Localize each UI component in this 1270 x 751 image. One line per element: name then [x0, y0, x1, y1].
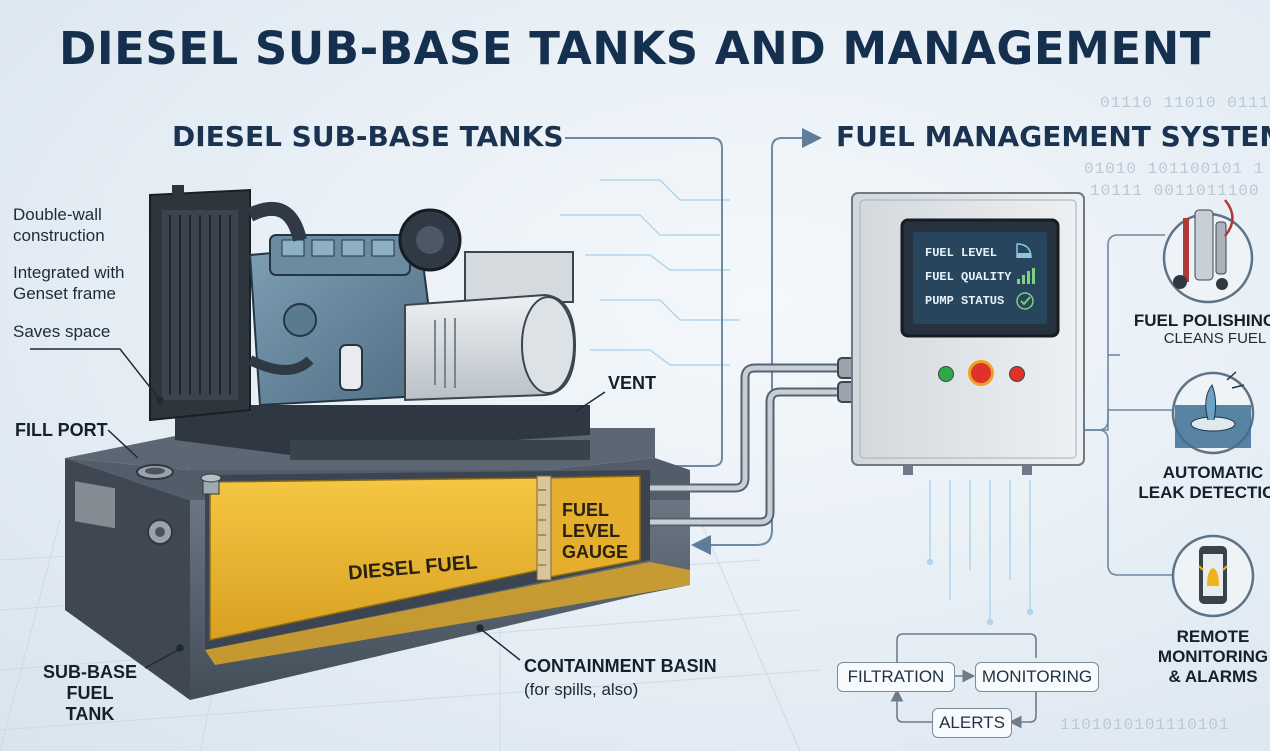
panel-red-button[interactable] — [1009, 366, 1025, 382]
genset — [149, 185, 590, 460]
label-line: & ALARMS — [1168, 667, 1258, 686]
circuit-lines — [560, 179, 1034, 626]
gauge-label-line: FUEL — [562, 500, 609, 520]
control-panel — [851, 192, 1085, 475]
feature-line: construction — [13, 226, 105, 245]
binary-decoration: 01010 101100101 1 — [1084, 160, 1265, 178]
flow-connectors — [890, 633, 1037, 729]
fuel-polishing-sub: CLEANS FUEL — [1163, 330, 1267, 347]
fuel-polishing-label: FUEL POLISHING — [1133, 311, 1270, 330]
flow-alerts-box: ALERTS — [932, 708, 1012, 738]
label-line: LEAK DETECTION — [1138, 483, 1270, 502]
callout-leaders — [30, 348, 606, 669]
sub-base-fuel-tank — [65, 428, 690, 700]
phone-alarm-icon — [1198, 546, 1228, 604]
leak-detection-label: AUTOMATIC LEAK DETECTION — [1128, 463, 1270, 503]
feature-connectors — [1084, 234, 1172, 576]
feature-double-wall: Double-wall construction — [13, 204, 105, 246]
left-section-heading: DIESEL SUB-BASE TANKS — [172, 120, 564, 153]
main-title: DIESEL SUB-BASE TANKS AND MANAGEMENT — [59, 22, 1211, 75]
binary-decoration: 10111 0011011100 — [1090, 182, 1260, 200]
feature-line: Double-wall — [13, 205, 102, 224]
remote-monitoring-label: REMOTE MONITORING & ALARMS — [1128, 627, 1270, 687]
callout-sub-base-tank: SUB-BASE FUEL TANK — [40, 662, 140, 725]
callout-containment-basin: CONTAINMENT BASIN — [524, 656, 717, 676]
fuel-polisher-icon — [1173, 199, 1234, 290]
flow-monitoring-box: MONITORING — [975, 662, 1099, 692]
callout-line: FUEL TANK — [65, 683, 115, 724]
label-line: AUTOMATIC — [1162, 463, 1264, 482]
binary-decoration: 01110 11010 0111 — [1100, 94, 1270, 112]
fuel-lines — [650, 357, 863, 527]
flow-filtration-box: FILTRATION — [837, 662, 955, 692]
callout-vent: VENT — [608, 373, 657, 393]
right-section-heading: FUEL MANAGEMENT SYSTEM — [836, 120, 1270, 153]
callout-fill-port: FILL PORT — [15, 420, 108, 440]
callout-line: SUB-BASE — [42, 662, 137, 682]
label-line: REMOTE — [1176, 627, 1250, 646]
label-line: MONITORING — [1157, 647, 1269, 666]
screen-fuel-quality: FUEL QUALITY — [925, 270, 1012, 284]
panel-emergency-stop-button[interactable] — [968, 360, 994, 386]
binary-decoration: 1101010101110101 — [1060, 716, 1230, 734]
feature-line: Integrated with — [13, 263, 125, 282]
panel-green-button[interactable] — [938, 366, 954, 382]
feature-saves-space: Saves space — [13, 321, 110, 342]
feature-integrated: Integrated with Genset frame — [13, 262, 125, 304]
screen-fuel-level: FUEL LEVEL — [925, 246, 998, 260]
gauge-label-line: GAUGE — [562, 542, 629, 562]
gauge-label-line: LEVEL — [562, 521, 621, 541]
feature-line: Saves space — [13, 322, 111, 341]
fuel-level-gauge-label: FUEL LEVEL GAUGE — [562, 500, 628, 563]
callout-containment-note: (for spills, also) — [524, 680, 639, 699]
screen-status-icons — [1016, 243, 1035, 310]
leak-detection-icon — [1175, 371, 1251, 448]
feature-line: Genset frame — [13, 284, 116, 303]
heading-connectors — [565, 128, 822, 555]
screen-pump-status: PUMP STATUS — [925, 294, 1005, 308]
